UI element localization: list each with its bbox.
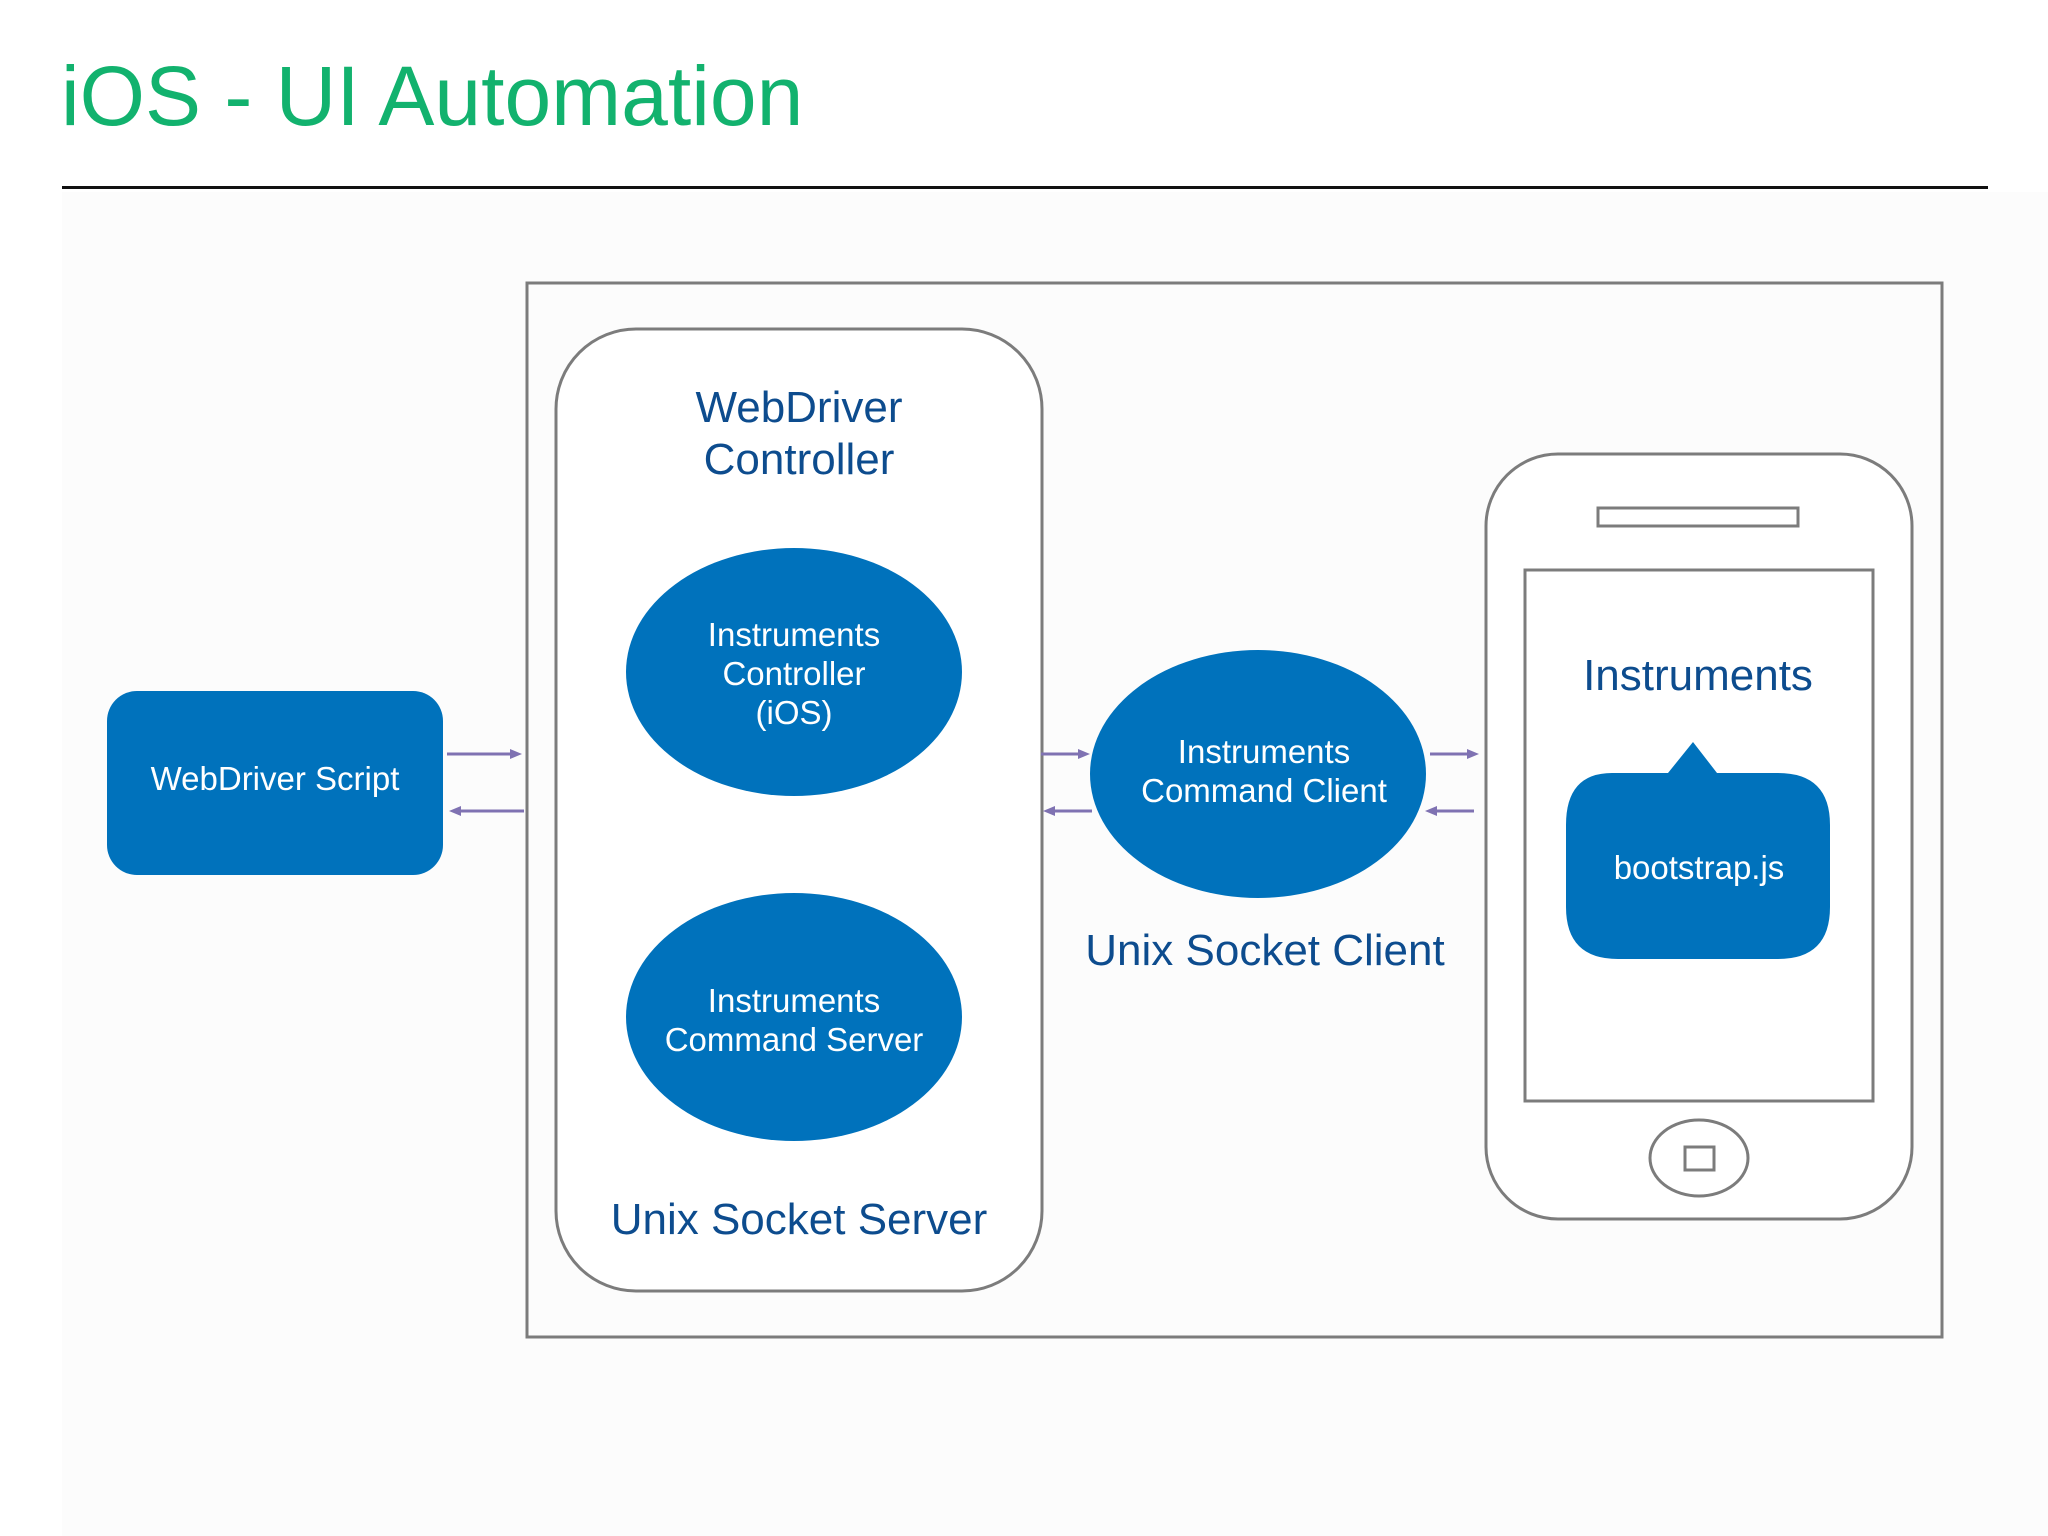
instruments-controller-node — [626, 548, 962, 796]
instruments-controller-line3: (iOS) — [756, 694, 833, 731]
command-client-line1: Instruments — [1178, 733, 1350, 770]
controller-title-line2: Controller — [704, 435, 895, 484]
command-server-line2: Command Server — [665, 1021, 924, 1058]
instruments-controller-line2: Controller — [722, 655, 865, 692]
controller-to-script-arrowhead — [449, 806, 461, 816]
webdriver-script-node — [107, 691, 443, 875]
slide-title: iOS - UI Automation — [61, 49, 804, 143]
instruments-controller-line1: Instruments — [708, 616, 880, 653]
unix-socket-server-label: Unix Socket Server — [611, 1195, 988, 1244]
bootstrap-js-label: bootstrap.js — [1614, 849, 1785, 886]
command-server-line1: Instruments — [708, 982, 880, 1019]
command-client-node — [1090, 650, 1426, 898]
unix-socket-client-label: Unix Socket Client — [1085, 926, 1444, 975]
client-to-device-arrowhead — [1467, 749, 1479, 759]
webdriver-script-label: WebDriver Script — [151, 760, 400, 797]
device-instruments-label: Instruments — [1583, 651, 1813, 700]
command-client-line2: Command Client — [1141, 772, 1387, 809]
controller-to-client-arrowhead — [1078, 749, 1090, 759]
bootstrap-js-bubble — [1566, 742, 1830, 959]
device-to-client-arrowhead — [1425, 806, 1437, 816]
client-to-controller-arrowhead — [1043, 806, 1055, 816]
iphone-home-button — [1648, 1118, 1750, 1198]
command-server-node — [626, 893, 962, 1141]
iphone-speaker — [1596, 506, 1800, 528]
system-boundary — [525, 281, 1944, 1339]
home-button-square-icon — [1683, 1145, 1716, 1172]
controller-title-line1: WebDriver — [695, 383, 902, 432]
title-divider — [62, 186, 1988, 189]
script-to-controller-arrowhead — [510, 749, 522, 759]
